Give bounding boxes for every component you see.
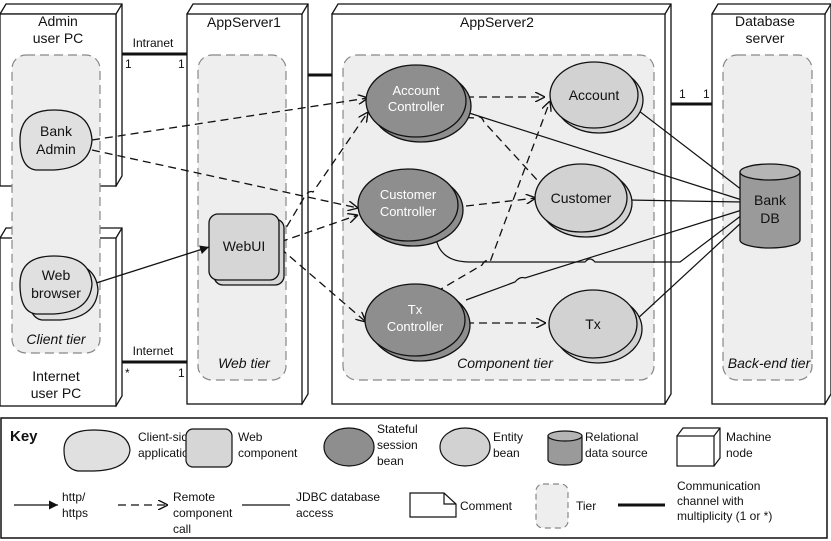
- svg-text:application: application: [138, 446, 195, 460]
- svg-text:1: 1: [703, 87, 710, 101]
- svg-text:Customer: Customer: [551, 190, 612, 206]
- svg-text:Entity: Entity: [493, 430, 523, 444]
- svg-text:http/: http/: [62, 490, 86, 504]
- svg-text:Internet: Internet: [133, 344, 174, 358]
- svg-text:Admin: Admin: [36, 141, 76, 157]
- db-server-label-1: Database: [735, 13, 795, 29]
- jdbc-connections: [435, 103, 743, 321]
- svg-text:node: node: [726, 446, 753, 460]
- svg-text:data source: data source: [585, 446, 648, 460]
- svg-text:Account: Account: [569, 87, 620, 103]
- svg-text:https: https: [62, 506, 88, 520]
- svg-text:bean: bean: [493, 446, 520, 460]
- svg-text:Machine: Machine: [726, 430, 772, 444]
- svg-text:call: call: [173, 522, 191, 536]
- key-tier: Tier: [535, 483, 596, 529]
- key-comm-channel: Communication channel with multiplicity …: [618, 479, 772, 523]
- svg-text:Web: Web: [42, 267, 71, 283]
- svg-text:Web: Web: [238, 430, 263, 444]
- svg-text:*: *: [125, 366, 130, 380]
- key-web-component: Web component: [185, 428, 298, 468]
- backend-tier-label: Back-end tier: [728, 355, 812, 371]
- appserver1-label: AppServer1: [207, 14, 281, 30]
- key-title: Key: [10, 428, 38, 445]
- channel-internet: Internet * 1: [122, 344, 187, 380]
- http-browser-to-webui: [89, 245, 210, 286]
- client-tier-label: Client tier: [26, 331, 86, 347]
- svg-text:component: component: [238, 446, 298, 460]
- svg-text:WebUI: WebUI: [223, 238, 266, 254]
- svg-text:access: access: [296, 506, 333, 520]
- bank-db-data-source: Bank DB: [739, 163, 801, 249]
- key-client-app: Client-side application: [63, 429, 195, 472]
- svg-text:1: 1: [178, 57, 185, 71]
- svg-text:Remote: Remote: [173, 490, 215, 504]
- db-server-label-2: server: [746, 30, 785, 46]
- admin-pc-label-2: user PC: [33, 30, 84, 46]
- account-entity-bean: Account: [549, 61, 644, 134]
- svg-text:Bank: Bank: [754, 192, 787, 208]
- admin-pc-label-1: Admin: [38, 13, 78, 29]
- svg-text:bean: bean: [377, 454, 404, 468]
- svg-text:Communication: Communication: [677, 479, 760, 493]
- svg-text:Controller: Controller: [388, 99, 445, 114]
- svg-text:Relational: Relational: [585, 430, 638, 444]
- internet-pc-label-1: Internet: [32, 368, 80, 384]
- svg-text:Intranet: Intranet: [133, 36, 174, 50]
- key-machine-node: Machine node: [676, 427, 772, 467]
- channel-intranet: Intranet 1 1: [122, 36, 187, 71]
- remote-calls: [91, 97, 550, 323]
- tx-entity-bean: Tx: [548, 289, 643, 364]
- svg-text:1: 1: [125, 57, 132, 71]
- svg-text:Bank: Bank: [40, 123, 73, 139]
- svg-text:Customer: Customer: [380, 187, 437, 202]
- svg-text:1: 1: [178, 366, 185, 380]
- key-entity-bean: Entity bean: [439, 427, 523, 467]
- channel-appserver2-db: 1 1: [671, 87, 712, 106]
- customer-entity-bean: Customer: [534, 163, 633, 238]
- key-stateful-bean: Stateful session bean: [323, 422, 418, 468]
- svg-text:Account: Account: [393, 83, 440, 98]
- appserver2-label: AppServer2: [460, 14, 534, 30]
- key-http: http/ https: [14, 490, 88, 520]
- svg-text:DB: DB: [760, 210, 779, 226]
- web-browser-client-app: Web browser: [19, 255, 99, 321]
- svg-text:1: 1: [679, 87, 686, 101]
- svg-text:Controller: Controller: [387, 319, 444, 334]
- account-controller-session-bean: Account Controller: [365, 64, 472, 143]
- web-tier-label: Web tier: [218, 355, 271, 371]
- svg-text:Tx: Tx: [585, 316, 601, 332]
- svg-text:Tx: Tx: [408, 302, 423, 317]
- key-jdbc: JDBC database access: [242, 490, 380, 520]
- bank-admin-client-app: Bank Admin: [19, 109, 93, 171]
- key-remote-call: Remote component call: [118, 490, 233, 536]
- svg-text:JDBC database: JDBC database: [296, 490, 380, 504]
- svg-text:Comment: Comment: [460, 499, 513, 513]
- svg-text:Stateful: Stateful: [377, 422, 418, 436]
- svg-text:Tier: Tier: [576, 499, 596, 513]
- key-comment: Comment: [409, 492, 513, 518]
- svg-text:multiplicity (1 or *): multiplicity (1 or *): [677, 509, 772, 523]
- key-relational-source: Relational data source: [547, 430, 648, 466]
- webui-web-component: WebUI: [208, 213, 285, 286]
- component-tier-label: Component tier: [457, 355, 554, 371]
- tx-controller-session-bean: Tx Controller: [364, 283, 471, 362]
- svg-text:browser: browser: [31, 285, 81, 301]
- svg-text:session: session: [377, 438, 418, 452]
- svg-text:Controller: Controller: [380, 204, 437, 219]
- customer-controller-session-bean: Customer Controller: [357, 168, 464, 247]
- internet-pc-label-2: user PC: [31, 385, 82, 401]
- svg-text:Client-side: Client-side: [138, 430, 195, 444]
- svg-text:channel with: channel with: [677, 494, 744, 508]
- svg-text:component: component: [173, 506, 233, 520]
